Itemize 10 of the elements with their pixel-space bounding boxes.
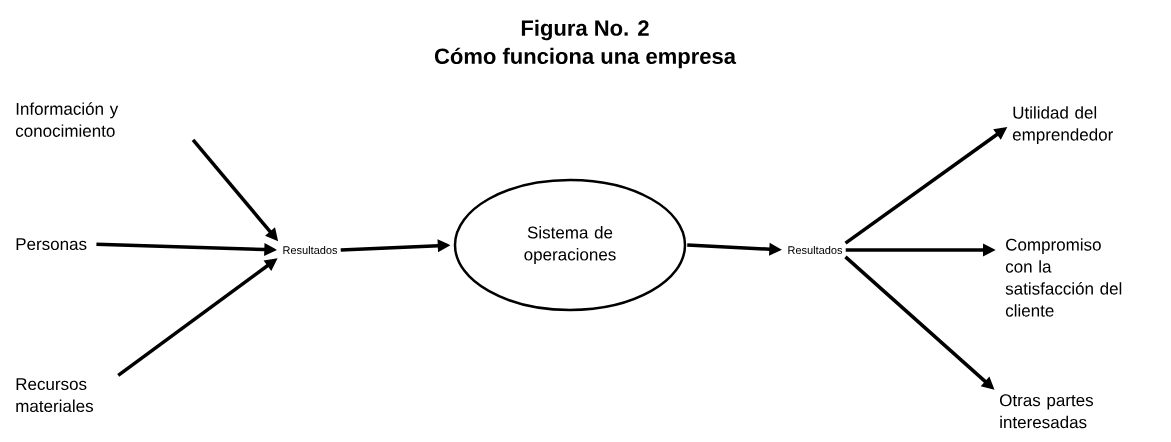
output-label: Utilidad del emprendedor: [1012, 106, 1113, 145]
output-label: Otras partes interesadas: [1000, 394, 1094, 429]
result-label: Resultados: [283, 245, 338, 255]
input-label: Personas: [16, 238, 87, 251]
input-label: Recursos materiales: [16, 378, 93, 413]
title: Figura No. 2: [521, 19, 649, 41]
output-label: Compromiso con la satisfacción del cliente: [1005, 238, 1122, 317]
input-label: Información y conocimiento: [15, 102, 119, 137]
result-label: Resultados: [788, 245, 843, 255]
subtitle: Cómo funciona una empresa: [434, 47, 737, 69]
